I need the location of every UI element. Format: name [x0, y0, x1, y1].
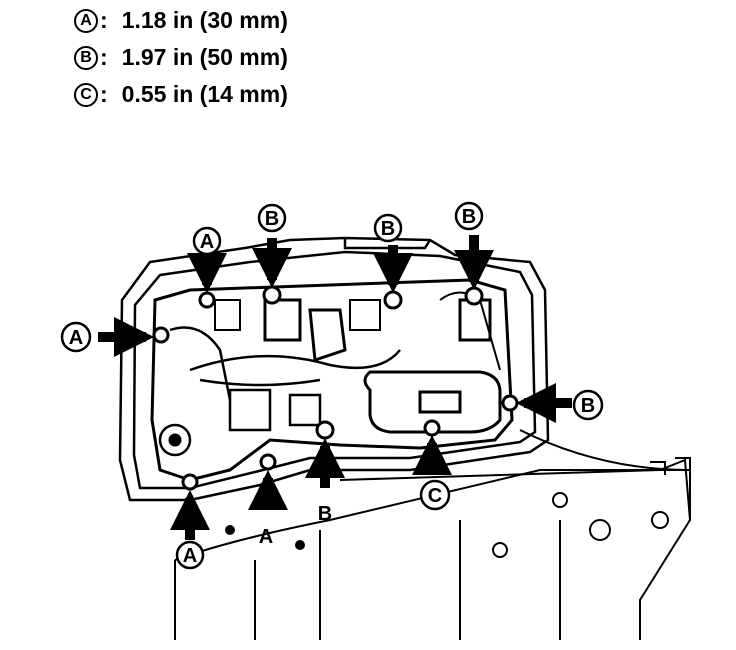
bolt-heads: [152, 285, 519, 491]
bolt-b2: [383, 290, 403, 310]
callout-circle-b-top-2: [373, 213, 403, 243]
bolt-a4: [259, 453, 277, 471]
legend-value-c: 0.55 in (14 mm): [121, 81, 288, 107]
callout-b-bottom: B: [318, 503, 332, 525]
callout-b-top-2: B: [381, 218, 395, 240]
bolt-b3: [464, 286, 484, 306]
callout-a-top: A: [200, 231, 214, 253]
bolt-b5: [315, 420, 335, 440]
callout-c-bottom: C: [428, 485, 442, 507]
callout-circle-b-right: [572, 389, 604, 421]
legend-row-c: C : 0.55 in (14 mm): [74, 76, 288, 113]
legend-value-b: 1.97 in (50 mm): [121, 44, 288, 70]
legend-colon: :: [100, 81, 108, 107]
bolt-b1: [262, 285, 282, 305]
callout-labels: [60, 201, 604, 570]
legend-key-b: B: [74, 45, 98, 70]
callout-b-top-3: B: [462, 206, 476, 228]
legend-colon: :: [100, 44, 108, 70]
callout-circle-b-top-1: [257, 203, 287, 233]
pan-flange: [118, 236, 550, 502]
callout-circle-a-left: [60, 321, 92, 353]
callout-circle-a-top: [192, 226, 222, 256]
bolt-a3: [181, 473, 199, 491]
callout-b-top-1: B: [265, 208, 279, 230]
legend-key-a: A: [74, 8, 98, 33]
callout-circle-a-bottom-left: [175, 540, 205, 570]
callout-circle-c-bottom: [419, 479, 451, 511]
legend-key-c: C: [74, 82, 98, 107]
legend-value-a: 1.18 in (30 mm): [121, 7, 288, 33]
callout-a-left: A: [69, 327, 83, 349]
callout-b-right: B: [581, 395, 595, 417]
bolt-c1: [423, 419, 441, 437]
bolt-a2: [152, 326, 170, 344]
callout-a-bottom-left: A: [183, 545, 197, 567]
legend-colon: :: [100, 7, 108, 33]
bolt-length-legend: A : 1.18 in (30 mm) B : 1.97 in (50 mm) …: [74, 2, 288, 113]
callout-a-bottom-mid: A: [259, 526, 273, 548]
callout-texts: A B B B A B A A B C: [69, 206, 595, 567]
bolt-a1: [198, 291, 216, 309]
bolt-b4: [501, 394, 519, 412]
legend-row-a: A : 1.18 in (30 mm): [74, 2, 288, 39]
callout-circle-b-top-3: [454, 201, 484, 231]
pointer-arrows: [98, 235, 572, 540]
legend-row-b: B : 1.97 in (50 mm): [74, 39, 288, 76]
